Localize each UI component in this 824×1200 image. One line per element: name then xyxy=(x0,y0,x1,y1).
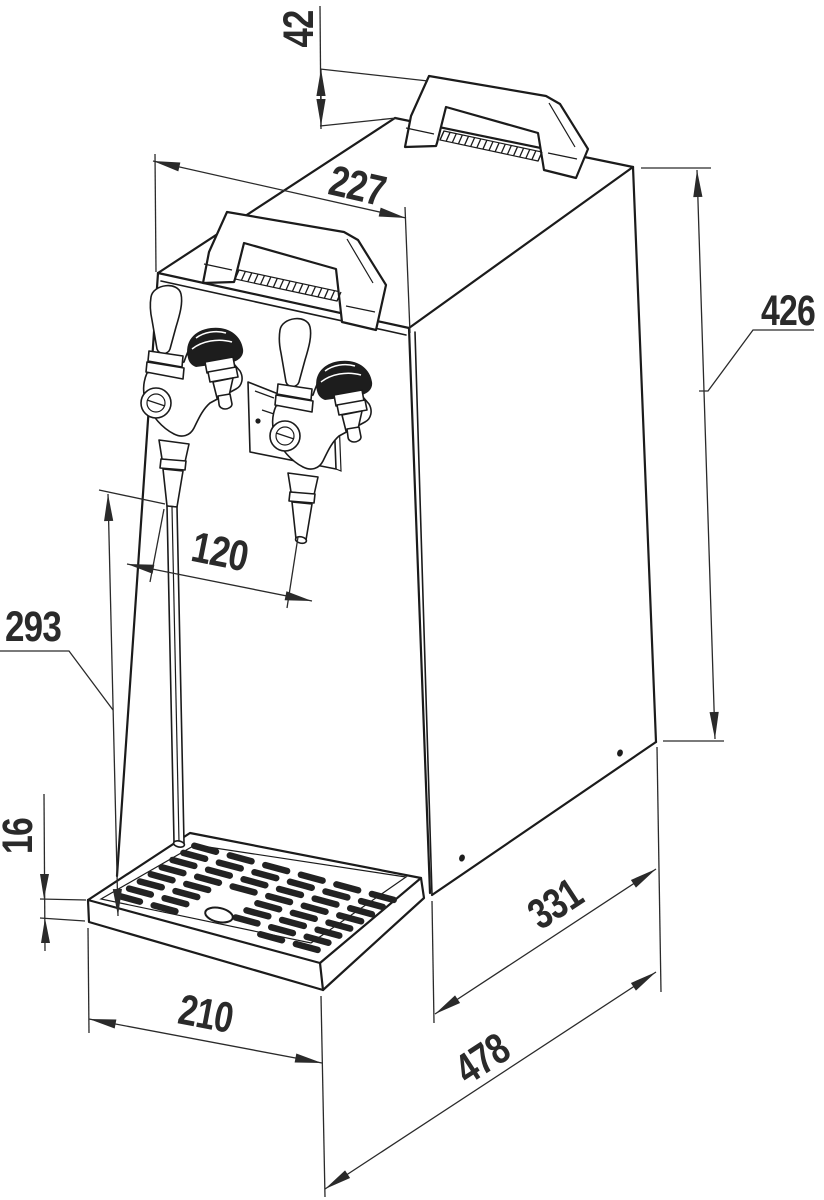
dim-293: 293 xyxy=(0,493,122,917)
dim-120-label: 120 xyxy=(188,523,252,581)
plate-screw-1 xyxy=(255,418,261,424)
tap-handle xyxy=(149,284,183,355)
dim-478: 478 xyxy=(324,971,657,1190)
dim-331: 331 xyxy=(434,868,657,1015)
dim-120: 120 xyxy=(126,523,313,602)
tray-grill-slots xyxy=(114,842,397,954)
dim-16-label: 16 xyxy=(0,818,42,854)
screw-right-face-1 xyxy=(617,749,623,757)
handle-grip-hatching xyxy=(234,130,543,302)
dim-478-label: 478 xyxy=(447,1024,519,1094)
dim-16: 16 xyxy=(0,818,50,943)
dim-293-label: 293 xyxy=(5,603,61,651)
dim-210-label: 210 xyxy=(175,986,237,1043)
tap-left xyxy=(140,284,244,508)
dim-210: 210 xyxy=(88,986,323,1064)
tray-inner-rim xyxy=(99,844,408,944)
dim-426: 426 xyxy=(693,169,816,740)
dispenser-body xyxy=(115,116,658,897)
dim-42: 42 xyxy=(275,10,326,126)
dim-331-label: 331 xyxy=(520,869,592,939)
screw-right-face-2 xyxy=(459,854,465,862)
drip-tray xyxy=(86,831,426,992)
dim-426-label: 426 xyxy=(761,287,815,335)
dim-42-label: 42 xyxy=(275,10,323,47)
tray-drain-hole xyxy=(204,906,234,924)
right-face xyxy=(409,167,656,895)
top-face xyxy=(158,118,633,328)
